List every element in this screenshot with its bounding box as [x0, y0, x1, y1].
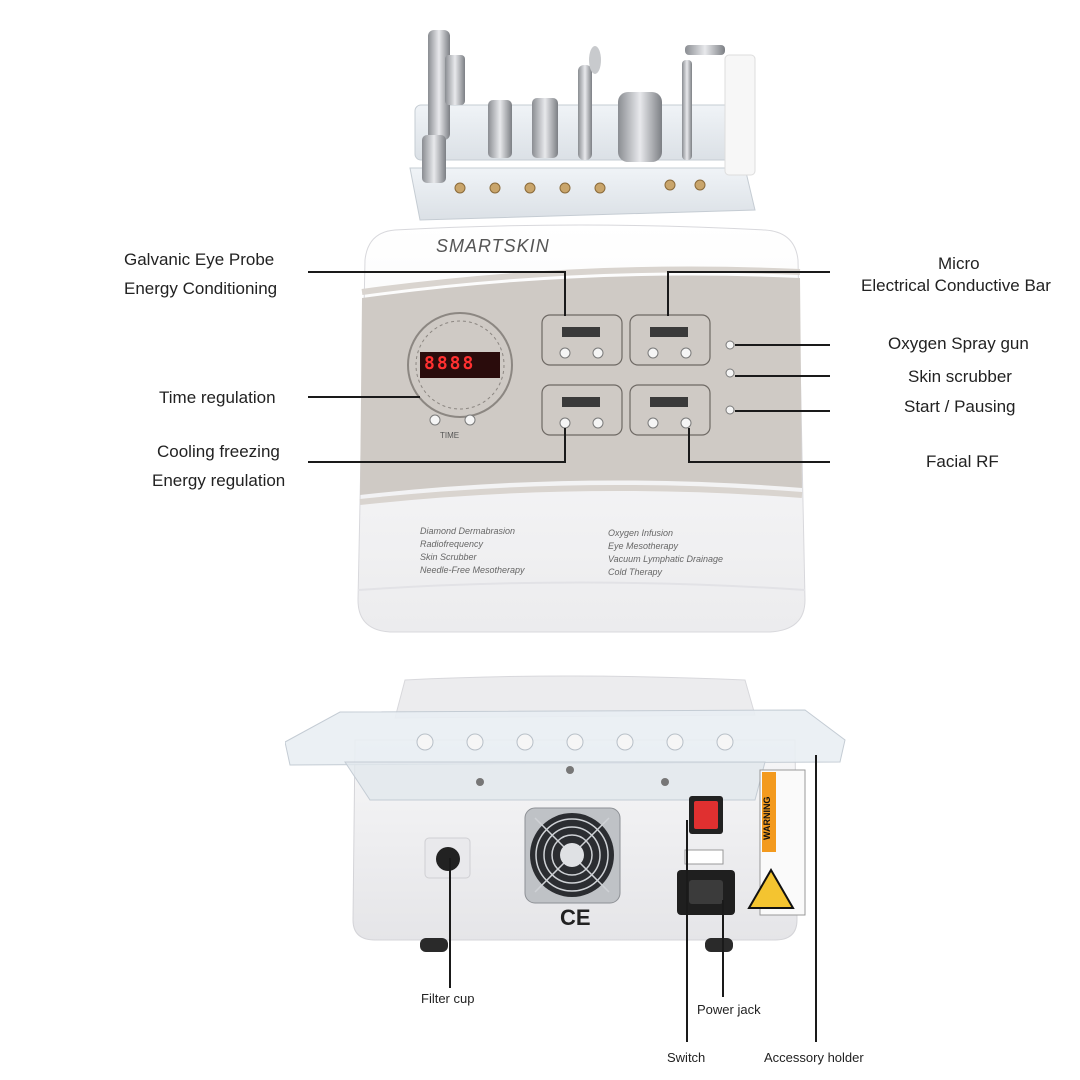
front-panel-illustration — [357, 224, 806, 633]
label-filter: Filter cup — [421, 991, 475, 1006]
warning-label-text: WARNING — [762, 796, 772, 841]
cooling-leader-h — [308, 461, 566, 463]
feature-left-1: Diamond Dermabrasion — [420, 526, 516, 536]
label-power: Power jack — [697, 1002, 761, 1017]
start-leader — [735, 410, 830, 412]
scrubber-leader — [735, 375, 830, 377]
power-leader — [722, 900, 724, 997]
label-micro-line2: Electrical Conductive Bar — [861, 276, 1051, 295]
brand-logo-text: SMARTSKIN — [436, 236, 550, 256]
label-oxygen: Oxygen Spray gun — [888, 334, 1029, 353]
rf-leader-v — [688, 428, 690, 463]
label-galvanic-line2: Energy Conditioning — [124, 279, 278, 298]
feature-left-4: Needle-Free Mesotherapy — [420, 565, 525, 575]
label-time: Time regulation — [159, 388, 276, 407]
filter-leader — [449, 858, 451, 988]
galvanic-leader-v — [564, 271, 566, 316]
oxygen-leader — [735, 344, 830, 346]
rf-leader-h — [688, 461, 830, 463]
label-scrubber: Skin scrubber — [908, 367, 1012, 386]
time-leader — [308, 396, 420, 398]
rear-panel-illustration — [285, 675, 846, 952]
probe-tray-illustration — [409, 30, 756, 221]
label-rf: Facial RF — [926, 452, 999, 471]
label-accessory: Accessory holder — [764, 1050, 864, 1065]
label-galvanic-line1: Galvanic Eye Probe — [124, 250, 275, 269]
galvanic-leader-h — [308, 271, 566, 273]
micro-leader-v — [667, 271, 669, 316]
label-cooling-line1: Cooling freezing — [157, 442, 280, 461]
feature-left-3: Skin Scrubber — [420, 552, 477, 562]
timer-display: 8888 — [424, 353, 476, 374]
switch-leader — [686, 820, 688, 1042]
feature-right-1: Oxygen Infusion — [608, 528, 674, 538]
feature-right-2: Eye Mesotherapy — [608, 541, 679, 551]
accessory-leader — [815, 755, 817, 1042]
ce-mark: CE — [560, 905, 591, 930]
feature-left-2: Radiofrequency — [420, 539, 484, 549]
time-caption: TIME — [440, 431, 460, 440]
label-start: Start / Pausing — [904, 397, 1016, 416]
label-micro-line1: Micro — [938, 254, 980, 273]
label-cooling-line2: Energy regulation — [152, 471, 286, 490]
cooling-leader-v — [564, 428, 566, 463]
feature-right-3: Vacuum Lymphatic Drainage — [608, 554, 724, 564]
label-switch: Switch — [667, 1050, 706, 1065]
feature-right-4: Cold Therapy — [608, 567, 663, 577]
micro-leader-h — [667, 271, 830, 273]
